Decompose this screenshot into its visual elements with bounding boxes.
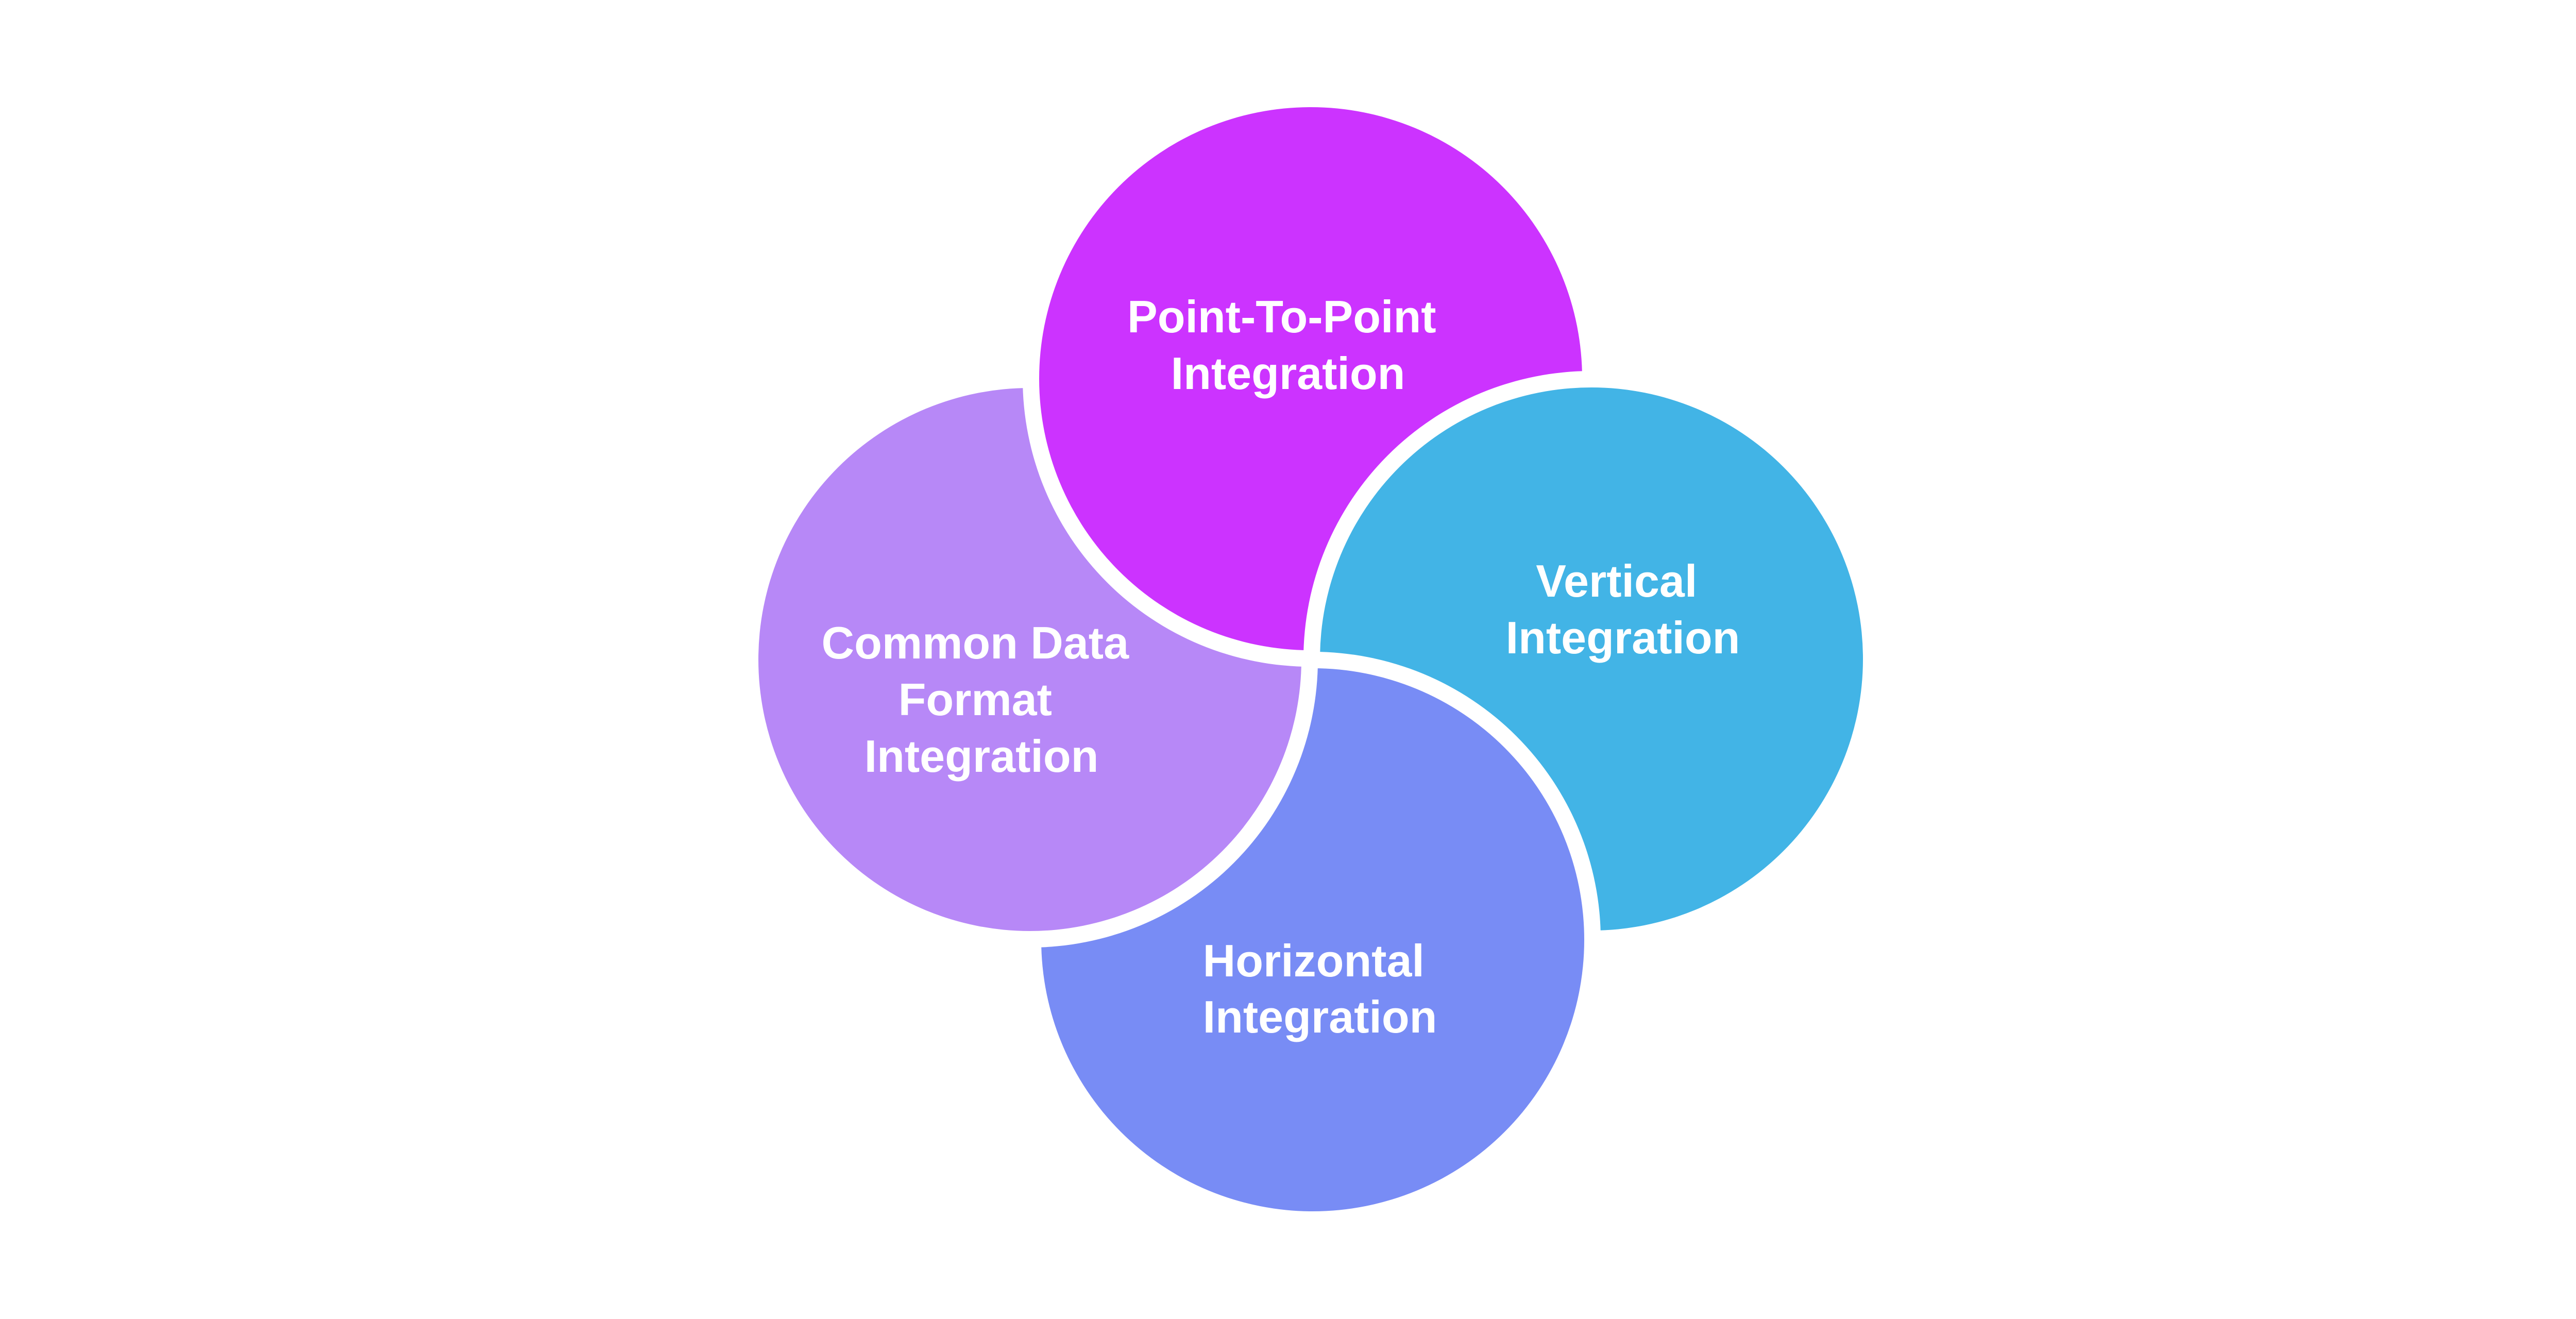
label-line: Integration <box>865 731 1099 782</box>
label-line: Integration <box>1203 991 1437 1042</box>
node-common-data-format: Common Data Format Integration <box>758 388 1301 931</box>
label-line: Integration <box>1171 348 1405 399</box>
label-point-to-point: Point-To-Point Integration <box>1127 291 1449 399</box>
label-line: Horizontal <box>1203 935 1425 986</box>
label-line: Format <box>899 674 1052 725</box>
label-line: Common Data <box>822 617 1130 668</box>
circle-shape-common-data-format <box>758 388 1301 931</box>
label-line: Integration <box>1506 612 1740 663</box>
label-line: Vertical <box>1536 555 1697 606</box>
label-common-data-format: Common Data Format Integration <box>822 617 1142 782</box>
label-vertical: Vertical Integration <box>1506 555 1740 663</box>
label-horizontal: Horizontal Integration <box>1203 935 1437 1042</box>
label-line: Point-To-Point <box>1127 291 1436 342</box>
